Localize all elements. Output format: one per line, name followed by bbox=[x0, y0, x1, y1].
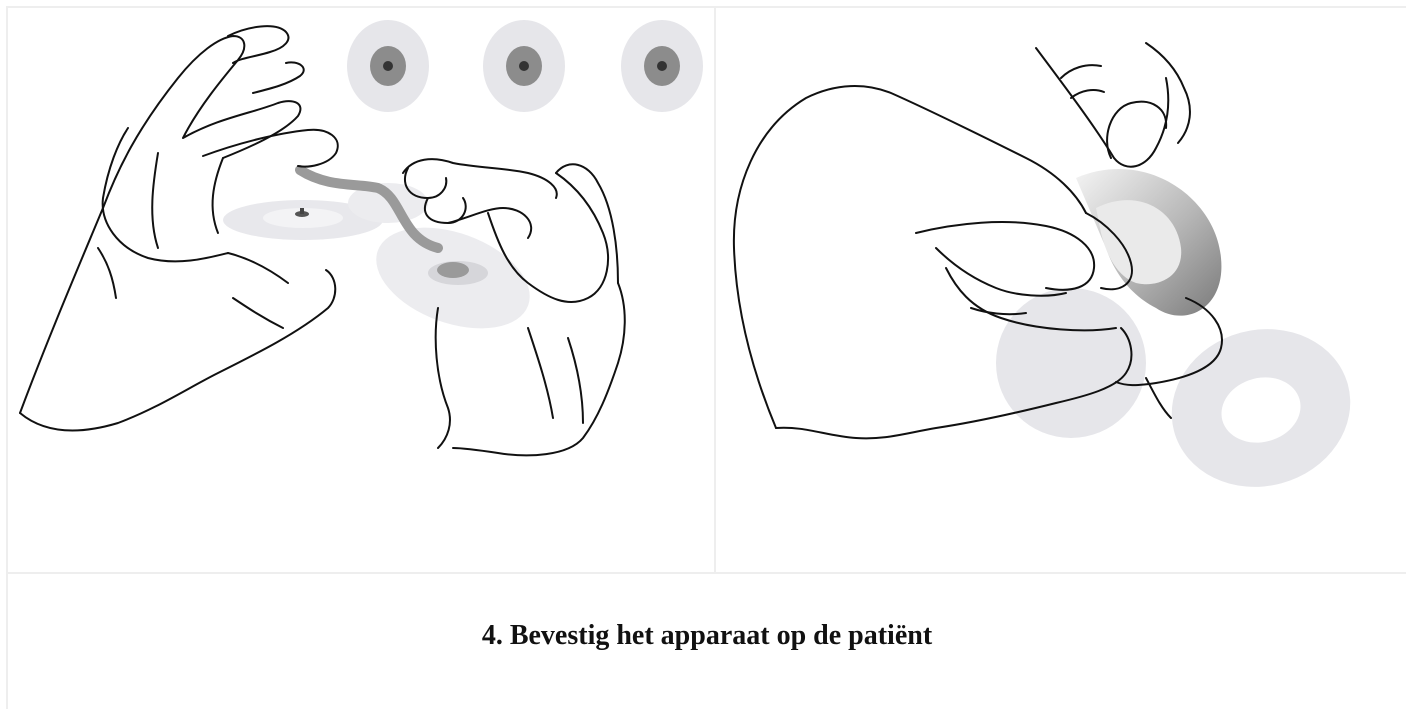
electrode-pad-3 bbox=[621, 20, 703, 112]
illustration-left bbox=[8, 8, 714, 572]
adhesive-pad-back bbox=[996, 288, 1146, 438]
fingers-peeling-adhesive-pad-icon bbox=[716, 8, 1406, 572]
hands-peeling-electrode-icon bbox=[8, 8, 714, 572]
electrode-pad-1 bbox=[347, 20, 429, 112]
electrode-pad-2 bbox=[483, 20, 565, 112]
panel-divider-horizontal bbox=[6, 572, 1406, 574]
step-title: 4. Bevestig het apparaat op de patiënt bbox=[8, 620, 1406, 652]
adhesive-ring-pad bbox=[1154, 309, 1368, 506]
illustration-right bbox=[716, 8, 1406, 572]
